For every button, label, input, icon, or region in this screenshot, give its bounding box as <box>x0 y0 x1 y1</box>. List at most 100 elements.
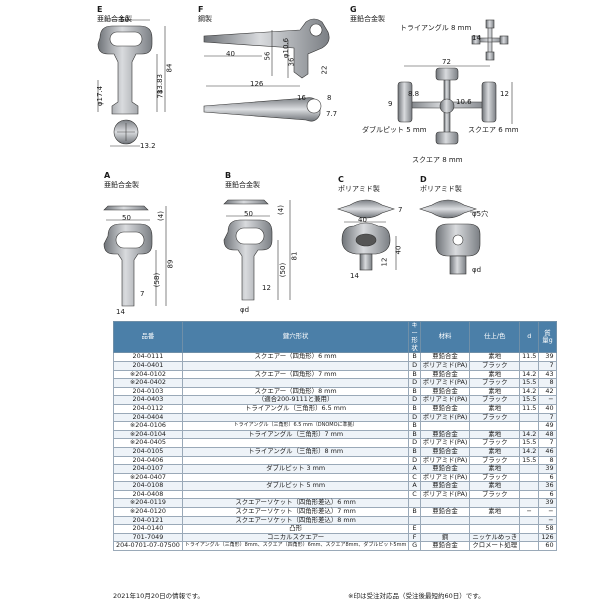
key-f-dim: 7.7 <box>326 110 338 118</box>
header-d: d <box>519 320 540 354</box>
key-g-material: 亜鉛合金製 <box>350 15 385 23</box>
table-cell-code: 204-0112 <box>113 403 183 414</box>
table-cell-d <box>519 464 540 474</box>
table-cell-code: ※204-0120 <box>113 507 183 517</box>
table-cell-d <box>519 421 540 431</box>
key-g-dim: 72 <box>442 58 451 66</box>
key-f-dim: φ10.6 <box>282 37 291 59</box>
table-cell-mass: 46 <box>538 446 557 457</box>
key-f-dim: 16 <box>297 94 306 102</box>
table-cell-finish: 素地 <box>469 507 521 517</box>
table-cell-mass: 40 <box>538 403 557 414</box>
key-g-dim: 9 <box>388 100 393 108</box>
key-g-label: ダブルピット 5 mm <box>362 126 427 134</box>
table-cell-shape: スクエアー（四角形）6 mm <box>181 352 410 362</box>
key-e-dim: 84 <box>165 63 174 73</box>
key-f-dim: 40 <box>226 50 235 58</box>
key-f-dim: 36 <box>287 57 296 67</box>
key-e-dim: 50 <box>120 16 129 24</box>
table-cell-code: 204-0401 <box>113 360 183 371</box>
table-cell-shape: ダブルピット 5 mm <box>181 481 410 491</box>
key-b-material: 亜鉛合金製 <box>225 181 260 189</box>
key-c-dim: 40 <box>358 216 367 224</box>
table-cell-code: 204-0701-07-07500 <box>113 541 183 552</box>
key-a-dim: (4) <box>156 211 165 221</box>
table-cell-d <box>519 360 540 371</box>
table-cell-shape: トライアングル（三角形）7 mm <box>181 429 410 440</box>
table-cell-material: 亜鉛合金 <box>419 464 471 474</box>
key-f-dim: 126 <box>250 80 264 88</box>
table-cell-shape: トライアングル（三角形）6.5 mm（DNOMOに準拠） <box>181 421 410 431</box>
table-cell-type: B <box>408 507 421 517</box>
table-cell-d <box>519 472 540 483</box>
header-shape: 鍵穴形状 <box>181 320 410 354</box>
table-cell-type: A <box>408 464 421 474</box>
table-cell-mass: 49 <box>538 421 557 431</box>
key-a-dim: 7 <box>140 290 145 298</box>
table-cell-material <box>419 515 471 526</box>
key-b-dim: (50) <box>279 262 288 278</box>
key-b-dim: 12 <box>262 284 271 292</box>
table-cell-material: ポリアミド(PA) <box>419 489 471 500</box>
table-cell-shape: トライアングル（三角形）8 mm <box>181 446 410 457</box>
key-b-dim: (4) <box>276 205 285 215</box>
table-cell-shape <box>181 378 410 388</box>
key-g-dim: 14 <box>472 34 481 42</box>
key-g-label: スクエア 6 mm <box>468 126 519 134</box>
key-f-dim: 22 <box>320 65 329 75</box>
key-c-material: ポリアミド製 <box>338 185 380 193</box>
key-e-letter: E <box>97 5 103 14</box>
table-header-row: 品番 鍵穴形状 キー形状 材料 仕上/色 d 質量g <box>113 320 557 354</box>
table-cell-type: B <box>408 403 421 414</box>
header-type: キー形状 <box>408 320 421 354</box>
key-e-dim: 13.2 <box>140 142 156 150</box>
header-material: 材料 <box>419 320 471 354</box>
table-cell-mass: 60 <box>538 541 557 552</box>
key-c-dim: 12 <box>380 257 389 267</box>
table-cell-code: ※204-0106 <box>113 421 183 431</box>
header-code: 品番 <box>113 320 183 354</box>
key-d-drawing <box>419 199 481 275</box>
table-cell-mass: 8 <box>538 378 557 388</box>
key-d-material: ポリアミド製 <box>420 185 462 193</box>
table-cell-code: 204-0105 <box>113 446 183 457</box>
table-cell-shape <box>181 412 410 423</box>
table-cell-d <box>519 532 540 543</box>
table-cell-d: 11.5 <box>519 352 540 362</box>
table-cell-type: D <box>408 378 421 388</box>
table-cell-d <box>519 481 540 491</box>
table-cell-shape: ダブルピット 3 mm <box>181 464 410 474</box>
table-cell-shape <box>181 360 410 371</box>
table-cell-code: ※204-0402 <box>113 378 183 388</box>
table-cell-finish: 素地 <box>469 403 521 414</box>
table-cell-d: 11.5 <box>519 403 540 414</box>
drawings-area: E 亜鉛合金製 50 φ17.4 13.83 78 84 13.2 F 鋼製 4… <box>96 5 519 317</box>
key-f-material: 鋼製 <box>198 15 212 23</box>
key-g-label: スクエア 8 mm <box>412 156 463 164</box>
table-cell-finish: ブラック <box>469 360 521 371</box>
drawings-svg <box>97 18 513 307</box>
table-cell-material <box>419 421 471 431</box>
key-a-letter: A <box>104 171 111 180</box>
table-cell-material: 亜鉛合金 <box>419 507 471 517</box>
table-cell-finish: ブラック <box>469 489 521 500</box>
table-cell-d <box>519 515 540 526</box>
key-g-dim: 12 <box>500 90 509 98</box>
key-g-drawing <box>397 19 513 145</box>
table-cell-shape: トライアングル（三角形）6.5 mm <box>181 403 410 414</box>
table-cell-mass: − <box>538 507 557 517</box>
table-cell-shape: コニカルスクエアー <box>181 532 410 543</box>
table-cell-shape: トライアングル（三角形）8mm、スクエア（四角形）6mm、スクエア8mm、ダブル… <box>181 541 410 552</box>
key-g-letter: G <box>350 5 357 14</box>
key-e-dim: φ17.4 <box>96 85 105 107</box>
key-c-dim: 7 <box>398 206 403 214</box>
table-cell-material: ポリアミド(PA) <box>419 360 471 371</box>
key-c-drawing <box>337 199 397 271</box>
footer-date-note: 2021年10月20日の情報です。 <box>113 592 204 600</box>
key-f-letter: F <box>198 5 204 14</box>
